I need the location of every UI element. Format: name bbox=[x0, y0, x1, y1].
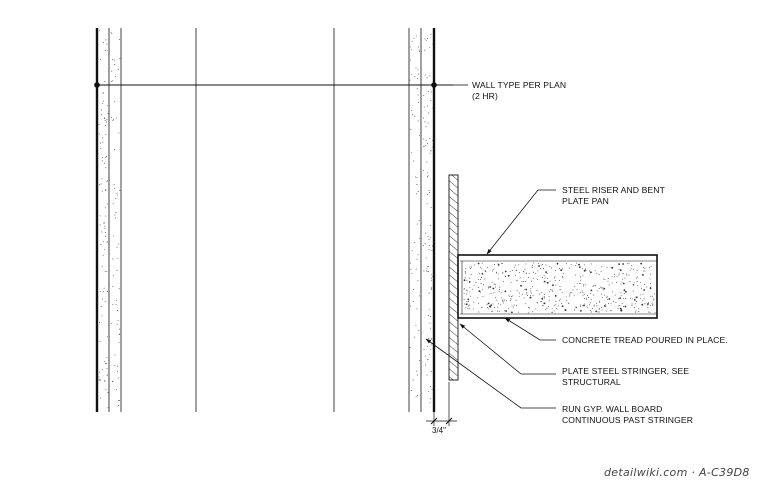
gyp-board-note-line2: CONTINUOUS PAST STRINGER bbox=[562, 415, 693, 425]
gypsum-board-stipple bbox=[110, 31, 121, 406]
stringer-note-line2: STRUCTURAL bbox=[562, 377, 621, 387]
wall-type-note: WALL TYPE PER PLAN bbox=[472, 80, 566, 90]
reference-dot bbox=[431, 82, 437, 88]
stringer-note-line1: PLATE STEEL STRINGER, SEE bbox=[562, 366, 689, 376]
left-wall bbox=[95, 28, 122, 412]
tread-leader bbox=[504, 317, 556, 341]
watermark: detailwiki.com · A-C39D8 bbox=[604, 466, 750, 479]
gyp-board-note-line1: RUN GYP. WALL BOARD bbox=[562, 404, 662, 414]
gap-dimension-label: 3/4" bbox=[432, 426, 446, 435]
riser-note-line2: PLATE PAN bbox=[562, 196, 609, 206]
gyp-board-leader bbox=[425, 338, 556, 409]
leader-lines bbox=[425, 84, 556, 409]
wall-type-rating-note: (2 HR) bbox=[472, 91, 498, 101]
gypsum-board-stipple bbox=[98, 30, 109, 409]
concrete-stipple bbox=[463, 262, 656, 314]
reference-dot bbox=[94, 82, 100, 88]
gap-dimension: 3/4" bbox=[426, 382, 457, 435]
gypsum-board-stipple bbox=[409, 35, 421, 398]
riser-note-line1: STEEL RISER AND BENT bbox=[562, 185, 666, 195]
riser-leader bbox=[486, 189, 556, 255]
right-wall bbox=[408, 28, 436, 412]
stringer-leader bbox=[459, 323, 556, 375]
concrete-tread bbox=[457, 254, 658, 319]
plate-steel-stringer bbox=[448, 174, 459, 381]
gypsum-board-stipple bbox=[422, 33, 434, 404]
wall-type-reference-line bbox=[94, 82, 453, 88]
tread-note: CONCRETE TREAD POURED IN PLACE. bbox=[562, 335, 728, 345]
